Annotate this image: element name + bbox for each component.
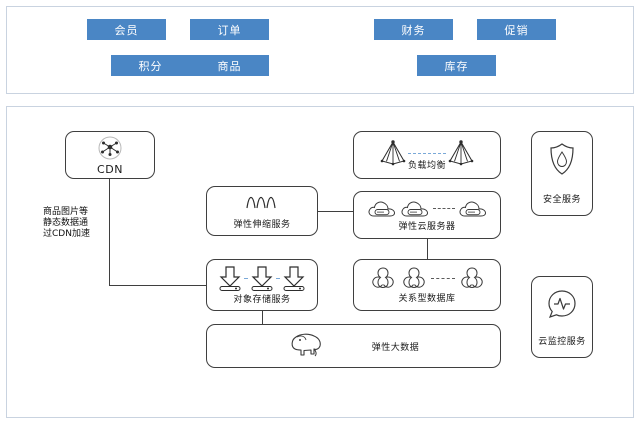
- cdn-network-icon: [95, 135, 125, 165]
- node-elastic-cloud-server[interactable]: 弹性云服务器: [353, 191, 501, 239]
- storage-dash-connector: [276, 277, 280, 279]
- database-cluster-icon-row: [369, 266, 486, 290]
- node-cloud-monitor-label: 云监控服务: [538, 336, 586, 347]
- module-button-label: 积分: [138, 59, 163, 73]
- module-button-inventory[interactable]: 库存: [417, 55, 496, 76]
- node-autoscaling-label: 弹性伸缩服务: [233, 220, 291, 230]
- database-cluster-icon: [400, 266, 428, 290]
- storage-dash-connector: [244, 277, 248, 279]
- connector-object-storage-to-bigdata: [262, 311, 263, 324]
- cdn-annotation-line-2: 静态数据通: [43, 218, 89, 228]
- node-security-label: 安全服务: [542, 195, 581, 205]
- connector-cdn-to-object-storage: [109, 285, 207, 286]
- cdn-annotation-text: 商品图片等 静态数据通 过CDN加速: [43, 207, 105, 240]
- module-button-label: 促销: [504, 23, 529, 37]
- cloud-architecture-panel: 商品图片等 静态数据通 过CDN加速 CDN: [6, 106, 634, 418]
- storage-download-icon: [282, 265, 306, 291]
- node-ecs-label: 弹性云服务器: [398, 222, 456, 232]
- node-cdn-label: CDN: [97, 162, 123, 176]
- hadoop-elephant-icon: [288, 329, 328, 363]
- module-button-points[interactable]: 积分: [111, 55, 190, 76]
- module-button-label: 库存: [444, 59, 469, 73]
- business-modules-panel: 会员 订单 财务 促销 积分 商品 库存: [6, 6, 634, 94]
- monitor-pulse-icon: [546, 288, 578, 324]
- load-balancer-dash-connector: [408, 152, 446, 154]
- object-storage-icon-row: [218, 265, 306, 291]
- node-load-balancing-label: 负载均衡: [407, 161, 446, 171]
- database-cluster-icon: [369, 266, 397, 290]
- node-autoscaling-service[interactable]: 弹性伸缩服务: [206, 186, 318, 236]
- connector-ecs-to-database: [427, 239, 428, 259]
- load-balancer-icon-row: [378, 139, 476, 167]
- shield-icon: [547, 142, 577, 180]
- database-dash-connector: [430, 277, 455, 279]
- connector-autoscaling-to-ecs: [318, 211, 354, 212]
- node-cloud-monitor-service[interactable]: 云监控服务: [531, 276, 593, 358]
- module-button-label: 商品: [217, 59, 242, 73]
- node-load-balancing[interactable]: 负载均衡: [353, 131, 501, 179]
- cdn-annotation-line-3: 过CDN加速: [43, 229, 90, 239]
- node-security-service[interactable]: 安全服务: [531, 131, 593, 216]
- cloud-server-icon: [400, 198, 430, 219]
- storage-download-icon: [250, 265, 274, 291]
- module-button-label: 订单: [217, 23, 242, 37]
- module-button-finance[interactable]: 财务: [374, 19, 453, 40]
- node-cdn[interactable]: CDN: [65, 131, 155, 179]
- node-relational-database-label: 关系型数据库: [398, 294, 456, 304]
- module-button-order[interactable]: 订单: [190, 19, 269, 40]
- cloud-server-icon: [458, 198, 488, 219]
- module-button-label: 财务: [401, 23, 426, 37]
- connector-cdn-vertical: [109, 133, 110, 285]
- node-object-storage-label: 对象存储服务: [233, 295, 291, 305]
- load-balancer-icon: [378, 139, 408, 167]
- module-button-label: 会员: [114, 23, 139, 37]
- node-object-storage-service[interactable]: 对象存储服务: [206, 259, 318, 311]
- cloud-server-dash-connector: [432, 208, 455, 209]
- module-button-product[interactable]: 商品: [190, 55, 269, 76]
- scaling-wave-icon: [245, 192, 279, 214]
- load-balancer-icon: [446, 139, 476, 167]
- module-button-member[interactable]: 会员: [87, 19, 166, 40]
- cloud-server-icon-row: [367, 198, 488, 219]
- cloud-server-icon: [367, 198, 397, 219]
- storage-download-icon: [218, 265, 242, 291]
- node-relational-database[interactable]: 关系型数据库: [353, 259, 501, 311]
- node-elastic-bigdata[interactable]: 弹性大数据: [206, 324, 501, 368]
- database-cluster-icon: [458, 266, 486, 290]
- cdn-annotation-line-1: 商品图片等: [43, 207, 89, 217]
- module-button-promotion[interactable]: 促销: [477, 19, 556, 40]
- node-bigdata-label: 弹性大数据: [371, 342, 420, 353]
